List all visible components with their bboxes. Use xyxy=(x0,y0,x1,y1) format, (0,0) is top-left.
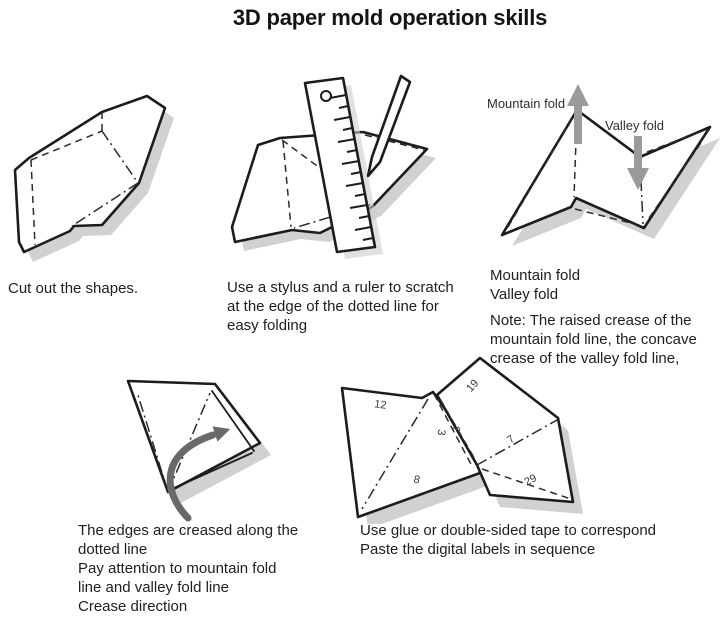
valley-fold-arrow-icon xyxy=(627,136,649,190)
edge-label: 8 xyxy=(412,474,421,487)
figure-crease-direction xyxy=(65,358,325,530)
cutout-paper-outline xyxy=(13,94,167,254)
figure-glue-pieces: 12 3 8 19 3 7 29 xyxy=(330,352,622,524)
crease-direction-arrow-icon xyxy=(166,426,231,522)
figure-cutout-shape xyxy=(2,78,217,268)
edge-label: 3 xyxy=(435,429,448,437)
caption-cutout: Cut out the shapes. xyxy=(8,280,139,297)
caption-folds-note: Note: The raised crease of the mountain … xyxy=(490,312,697,367)
caption-folds: Mountain fold Valley fold xyxy=(490,267,581,303)
page-title: 3D paper mold operation skills xyxy=(232,5,548,30)
edge-label: 3 xyxy=(451,425,464,433)
edge-label: 29 xyxy=(522,472,538,488)
mountain-fold-arrow-icon xyxy=(567,84,589,144)
stylus-icon xyxy=(366,74,412,178)
figure-scratch-ruler xyxy=(222,62,462,274)
edge-label: 12 xyxy=(374,398,388,412)
crease-strip-edges xyxy=(171,390,255,490)
figure-mountain-valley: Mountain fold Valley fold xyxy=(475,68,720,266)
caption-scratch: Use a stylus and a ruler to scratch at t… xyxy=(227,279,454,334)
glue-fold-lines xyxy=(361,393,572,510)
ruler-icon xyxy=(303,76,377,254)
cutout-fold-lines xyxy=(30,113,139,246)
valley-fold-label: Valley fold xyxy=(605,118,664,133)
caption-glue: Use glue or double-sided tape to corresp… xyxy=(360,522,657,558)
ruler-ticks xyxy=(329,94,374,241)
crease-paper-outline xyxy=(126,379,262,494)
caption-crease: The edges are creased along the dotted l… xyxy=(78,522,299,615)
mountain-fold-label: Mountain fold xyxy=(487,96,565,111)
crease-fold-lines xyxy=(136,391,211,493)
